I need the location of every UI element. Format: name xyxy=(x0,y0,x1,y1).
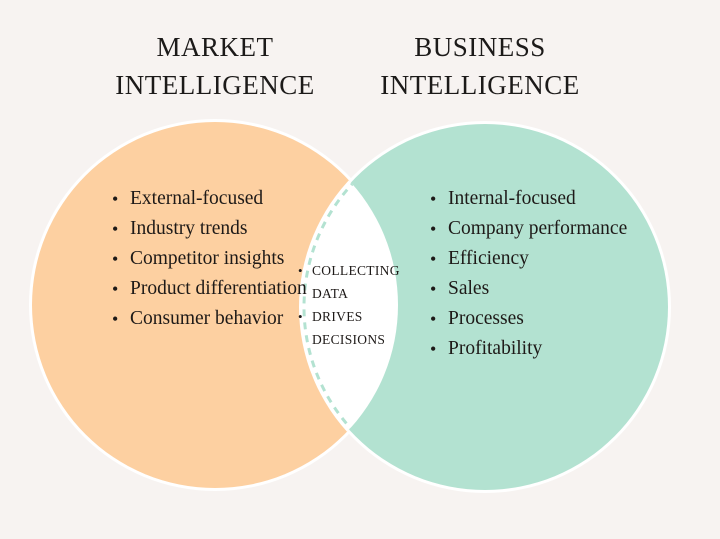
shared-list: COLLECTING DATA DRIVES DECISIONS xyxy=(298,259,428,351)
list-item: Processes xyxy=(430,304,640,334)
list-item: External-focused xyxy=(112,184,332,214)
market-intelligence-list: External-focused Industry trends Competi… xyxy=(112,184,332,334)
business-intelligence-title: BUSINESS INTELLIGENCE xyxy=(380,32,580,100)
list-item: Product differentiation xyxy=(112,274,332,304)
market-intelligence-title: MARKET INTELLIGENCE xyxy=(115,32,315,100)
list-item: COLLECTING DATA xyxy=(298,259,428,305)
list-item: Consumer behavior xyxy=(112,304,332,334)
list-item: Competitor insights xyxy=(112,244,332,274)
list-item: Efficiency xyxy=(430,244,640,274)
list-item: Industry trends xyxy=(112,214,332,244)
list-item: Company performance xyxy=(430,214,640,244)
list-item: DRIVES DECISIONS xyxy=(298,305,428,351)
list-item: Profitability xyxy=(430,334,640,364)
business-intelligence-list: Internal-focused Company performance Eff… xyxy=(430,184,640,364)
list-item: Internal-focused xyxy=(430,184,640,214)
list-item: Sales xyxy=(430,274,640,304)
